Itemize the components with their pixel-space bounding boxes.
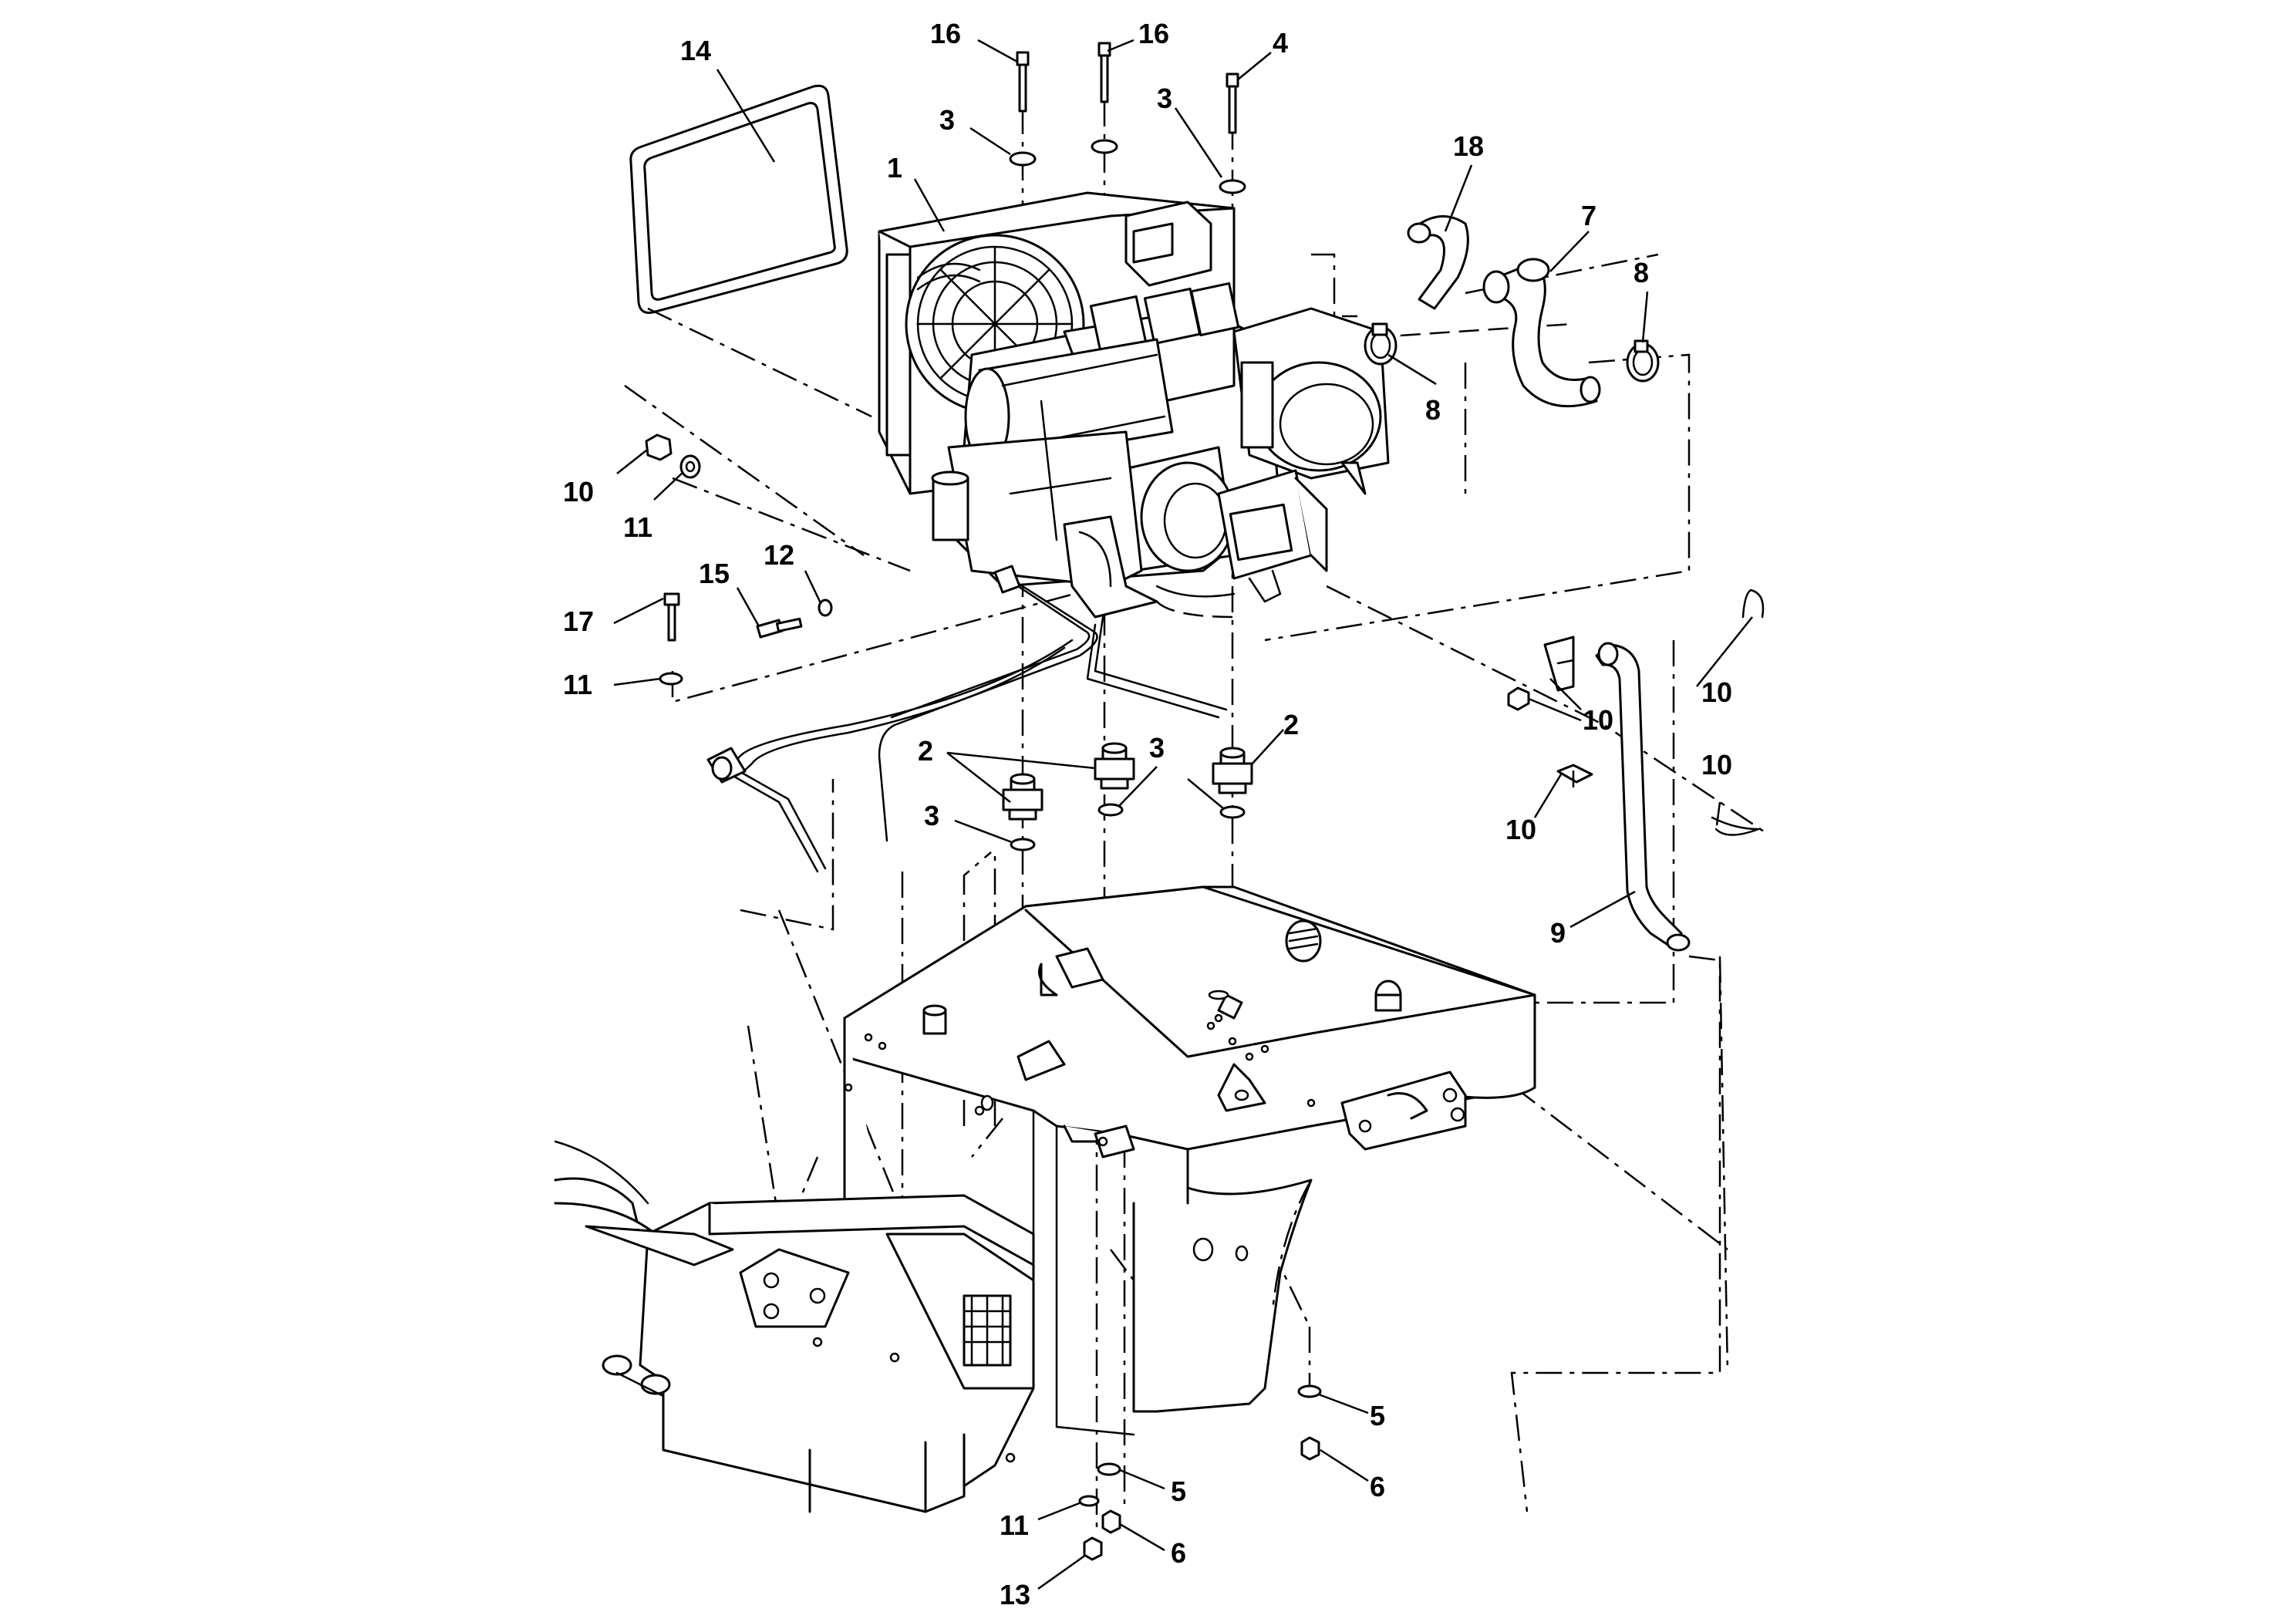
lower-radiator-hose bbox=[1595, 642, 1691, 952]
callout-6: 6 bbox=[1171, 1537, 1186, 1569]
callout-15: 15 bbox=[699, 558, 730, 589]
callout-3: 3 bbox=[924, 800, 939, 831]
callout-11: 11 bbox=[1000, 1509, 1029, 1541]
callout-10: 10 bbox=[1701, 676, 1732, 708]
callout-7: 7 bbox=[1581, 200, 1596, 231]
hose-clamp-right bbox=[1626, 339, 1660, 383]
lower-hardware bbox=[1078, 1384, 1322, 1561]
rubber-isolators bbox=[1002, 742, 1253, 821]
callout-10: 10 bbox=[563, 476, 594, 508]
callout-17: 17 bbox=[563, 605, 594, 637]
top-washers bbox=[1009, 139, 1246, 194]
callout-9: 9 bbox=[1550, 917, 1566, 949]
callout-16: 16 bbox=[1138, 18, 1169, 49]
callout-3: 3 bbox=[1149, 732, 1165, 764]
callout-8: 8 bbox=[1633, 257, 1649, 288]
callout-14: 14 bbox=[680, 35, 711, 66]
oil-filter bbox=[931, 470, 969, 541]
left-fasteners bbox=[645, 433, 833, 686]
callout-5: 5 bbox=[1370, 1400, 1385, 1431]
air-intake-hose bbox=[1407, 215, 1469, 310]
top-bolts bbox=[1016, 42, 1239, 134]
callout-labels: 14 16 16 4 3 3 1 18 7 8 8 10 11 12 15 17… bbox=[563, 18, 1732, 1610]
callout-10: 10 bbox=[1701, 749, 1732, 781]
callout-8: 8 bbox=[1425, 394, 1441, 426]
elbow-hose bbox=[1482, 258, 1601, 408]
engine-tray bbox=[843, 885, 1536, 1436]
callout-2: 2 bbox=[1283, 709, 1299, 740]
lower-chassis bbox=[554, 1140, 1035, 1513]
mount-bracket-right bbox=[1340, 1071, 1467, 1151]
callout-13: 13 bbox=[1000, 1579, 1030, 1610]
leader-lines bbox=[613, 39, 1753, 1590]
callout-10: 10 bbox=[1505, 814, 1536, 845]
lower-washers bbox=[1010, 803, 1246, 851]
callout-2: 2 bbox=[918, 735, 933, 767]
callout-18: 18 bbox=[1453, 130, 1484, 162]
rear-grille bbox=[963, 1294, 1012, 1367]
hydraulic-pump bbox=[1217, 469, 1328, 603]
engine-assembly bbox=[878, 191, 1390, 619]
callout-3: 3 bbox=[1157, 83, 1172, 114]
callout-11: 11 bbox=[623, 511, 652, 543]
callout-16: 16 bbox=[930, 18, 961, 49]
callout-11: 11 bbox=[563, 669, 592, 700]
radiator-gasket bbox=[629, 84, 872, 418]
callout-3: 3 bbox=[939, 104, 955, 136]
clips-and-nut bbox=[1507, 588, 1765, 836]
vent-grille bbox=[1285, 919, 1322, 963]
callout-12: 12 bbox=[764, 539, 794, 571]
callout-4: 4 bbox=[1273, 27, 1288, 59]
callout-10: 10 bbox=[1583, 704, 1613, 736]
callout-5: 5 bbox=[1171, 1475, 1186, 1507]
callout-6: 6 bbox=[1370, 1471, 1385, 1502]
callout-1: 1 bbox=[887, 152, 902, 184]
fuel-lines bbox=[706, 565, 1228, 873]
air-cleaner bbox=[1232, 307, 1390, 495]
